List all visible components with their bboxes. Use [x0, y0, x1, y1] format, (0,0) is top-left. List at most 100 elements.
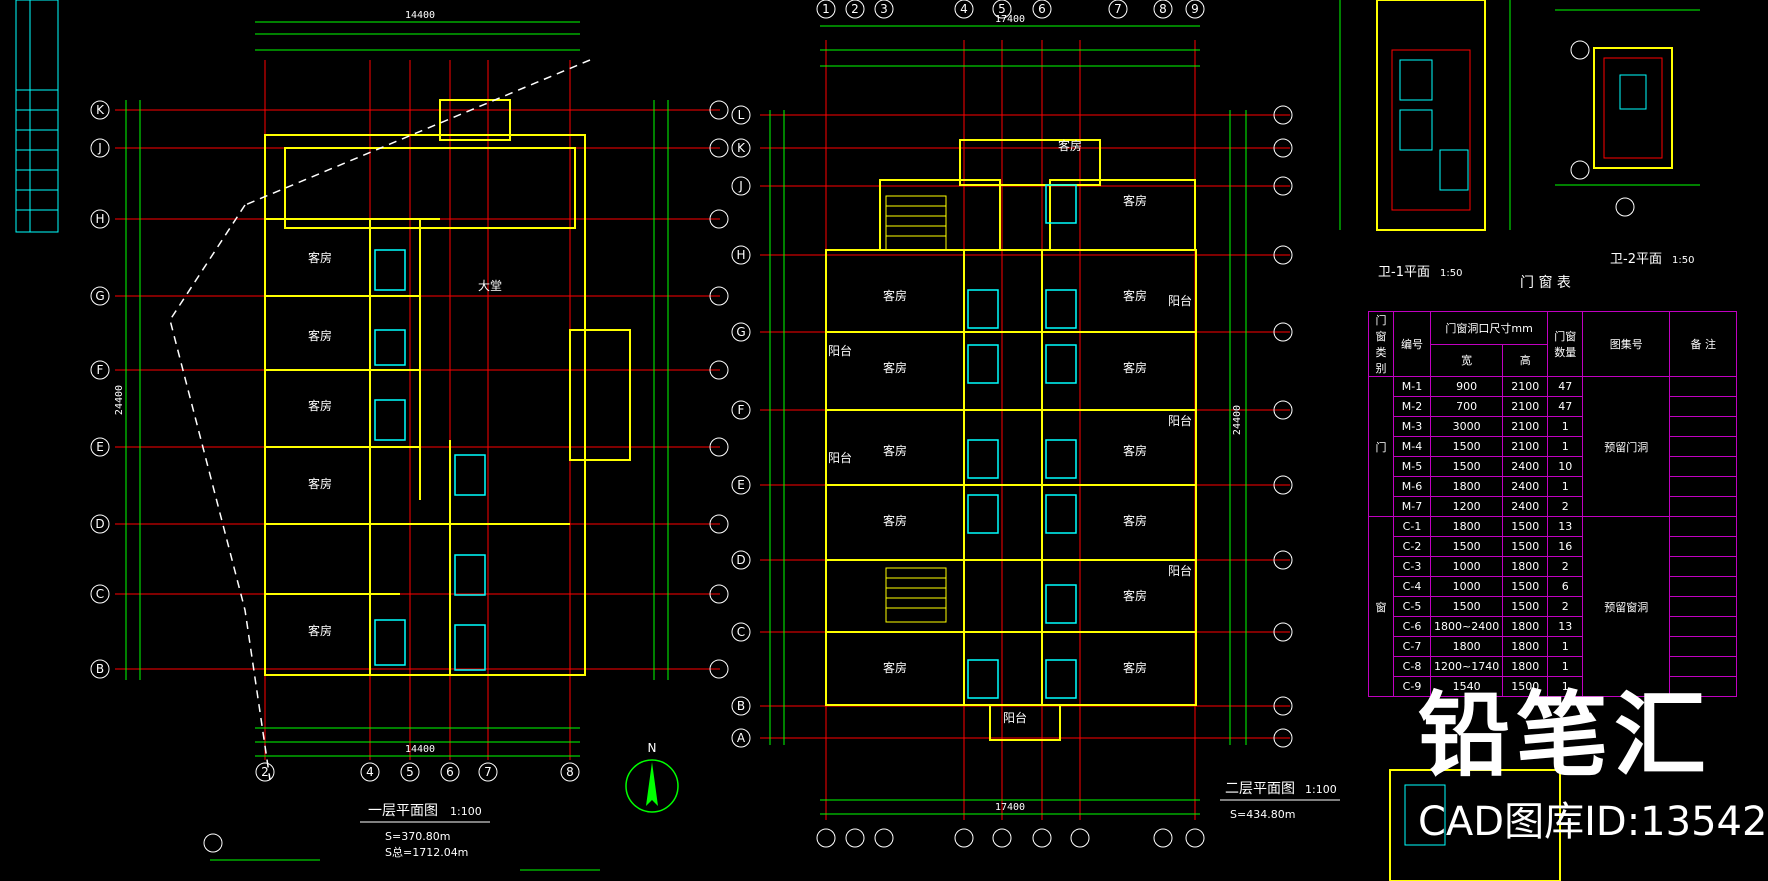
- row-width: 1500: [1429, 456, 1504, 477]
- row-width: 1800: [1429, 476, 1504, 497]
- row-label: H: [736, 248, 745, 262]
- col-label: 2: [261, 765, 269, 779]
- plan-2-total-height: 24400: [1232, 405, 1243, 435]
- watermark-id: CAD图库ID:13542: [1418, 799, 1768, 845]
- row-code: C-4: [1393, 576, 1431, 597]
- plan-1-dashed-outline: [169, 59, 591, 781]
- row-note: [1669, 456, 1738, 477]
- row-code: C-8: [1393, 656, 1431, 677]
- row-note: [1669, 396, 1738, 417]
- row-width: 900: [1429, 376, 1504, 397]
- title-block-strip: [15, 0, 59, 233]
- plan-1-col-labels: 2 4 5 6 7 8: [261, 765, 574, 779]
- row-height: 2400: [1502, 496, 1549, 517]
- detail-1-plan: [1339, 0, 1511, 231]
- detail-1-scale: 1:50: [1440, 268, 1462, 279]
- row-count: 1: [1547, 416, 1584, 437]
- row-width: 1540: [1429, 676, 1504, 697]
- header-code: 编号: [1393, 311, 1431, 377]
- room-labels: 客房 客房 客房 客房 客房 大堂 客房 客房 客房 客房 客房 客房 客房 客…: [308, 138, 1192, 755]
- row-count: 13: [1547, 516, 1584, 537]
- row-code: C-9: [1393, 676, 1431, 697]
- row-code: M-5: [1393, 456, 1431, 477]
- row-label: B: [737, 699, 745, 713]
- row-note: [1669, 676, 1738, 697]
- row-code: C-5: [1393, 596, 1431, 617]
- plan-2-title: 二层平面图: [1225, 781, 1295, 797]
- row-width: 1800~2400: [1429, 616, 1504, 637]
- row-width: 1800: [1429, 516, 1504, 537]
- window-atlas: 预留窗洞: [1582, 516, 1671, 697]
- header-count: 门窗数量: [1547, 311, 1584, 377]
- table-row: 门 M-1 900 2100 47 预留门洞: [1368, 376, 1738, 517]
- table-header-row: 门窗类别 编号 门窗洞口尺寸mm 门窗数量 图集号 备 注: [1368, 311, 1738, 377]
- room-label-balcony: 阳台: [828, 450, 852, 465]
- room-label-guest: 客房: [883, 660, 907, 675]
- room-label-guest: 客房: [1123, 513, 1147, 528]
- row-note: [1669, 416, 1738, 437]
- row-label: J: [97, 141, 102, 155]
- row-code: M-3: [1393, 416, 1431, 437]
- row-label: G: [95, 289, 104, 303]
- dimension-totals: 14400 14400 17400 17400 24400 24400: [114, 10, 1243, 813]
- row-width: 700: [1429, 396, 1504, 417]
- plan-2-stairs: [885, 195, 947, 623]
- room-label-balcony: 阳台: [1003, 710, 1027, 725]
- row-count: 1: [1547, 436, 1584, 457]
- row-count: 1: [1547, 676, 1584, 697]
- row-code: C-2: [1393, 536, 1431, 557]
- row-height: 1800: [1502, 616, 1549, 637]
- row-height: 2100: [1502, 416, 1549, 437]
- col-label: 4: [366, 765, 374, 779]
- detail-2-title: 卫-2平面: [1610, 252, 1662, 267]
- col-label: 8: [566, 765, 574, 779]
- col-label: 4: [960, 2, 968, 16]
- room-label-guest: 客房: [883, 513, 907, 528]
- row-width: 1200: [1429, 496, 1504, 517]
- room-label-guest: 客房: [308, 398, 332, 413]
- plan-2-total-width-bottom: 17400: [995, 802, 1025, 813]
- col-label: 7: [1114, 2, 1122, 16]
- plan-1-row-bubbles: [90, 100, 729, 679]
- row-code: M-1: [1393, 376, 1431, 397]
- row-width: 1500: [1429, 536, 1504, 557]
- room-label-guest: 客房: [1123, 588, 1147, 603]
- header-size: 门窗洞口尺寸mm: [1429, 311, 1549, 345]
- room-label-guest: 客房: [1123, 660, 1147, 675]
- room-label-balcony: 阳台: [1168, 293, 1192, 308]
- room-label-guest: 客房: [308, 328, 332, 343]
- room-label-guest: 客房: [308, 250, 332, 265]
- row-note: [1669, 636, 1738, 657]
- group-door: 门: [1368, 376, 1394, 517]
- row-note: [1669, 376, 1738, 397]
- plan-1-area: S=370.80m: [385, 830, 450, 843]
- row-code: C-1: [1393, 516, 1431, 537]
- row-height: 2400: [1502, 476, 1549, 497]
- row-label: C: [737, 625, 745, 639]
- row-label: D: [95, 517, 104, 531]
- row-note: [1669, 536, 1738, 557]
- room-label-guest: 客房: [883, 288, 907, 303]
- row-note: [1669, 556, 1738, 577]
- row-note: [1669, 656, 1738, 677]
- room-label-guest: 客房: [1058, 138, 1082, 153]
- row-count: 13: [1547, 616, 1584, 637]
- row-height: 1500: [1502, 516, 1549, 537]
- header-note: 备 注: [1669, 311, 1738, 377]
- room-label-guest: 客房: [308, 476, 332, 491]
- room-label-guest: 客房: [883, 443, 907, 458]
- row-height: 2100: [1502, 436, 1549, 457]
- row-count: 10: [1547, 456, 1584, 477]
- header-width: 宽: [1429, 343, 1504, 377]
- room-label-guest: 客房: [1123, 193, 1147, 208]
- plan-1-row-labels: K J H G F E D C B: [95, 103, 105, 676]
- row-count: 2: [1547, 596, 1584, 617]
